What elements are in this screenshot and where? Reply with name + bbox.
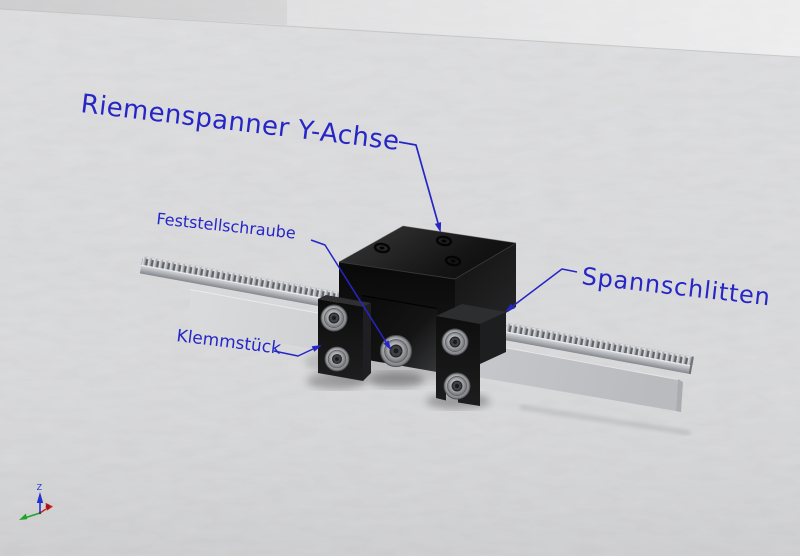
plate-shadow-streak [519,405,691,435]
arrowhead-spannschlitten [505,303,515,312]
horizon-line [0,8,800,58]
axis-x-red [39,502,53,514]
axis-z-label: Z [37,483,43,492]
axis-y-green [19,512,41,520]
block-top-face [339,226,516,279]
leader-title [398,141,439,224]
leader-arrowheads [311,222,515,352]
leader-feststellschraube [310,239,387,343]
arrowhead-feststellschraube [383,340,392,351]
block-back-edge-highlight [338,225,517,263]
right-clamp-screw-top[interactable] [442,329,468,355]
center-clamp-top-edge [361,294,438,310]
center-clamp-body[interactable] [361,294,438,372]
right-clamp-screw-bottom[interactable] [444,373,470,399]
block-top-holes [373,235,462,267]
arrowhead-klemmstueck [311,345,322,352]
origin-dot [38,511,42,515]
left-clamp-top-face [318,295,371,307]
left-clamp-screw-top[interactable] [321,305,347,331]
right-clamp-side-face [480,312,506,364]
plate-end-face [676,379,683,412]
left-clamp-side-face [363,303,371,381]
leader-klemmstueck [273,348,314,357]
origin-triad: Z [19,483,53,520]
arrowhead-title [434,222,442,233]
leader-lines [273,141,578,357]
belt-end-face [688,356,694,375]
block-front-edge-highlight [338,242,517,280]
left-clamp[interactable] [318,295,371,381]
left-clamp-screw-bottom[interactable] [325,347,349,371]
right-clamp-top-face [436,304,506,324]
axis-z: Z [37,483,44,513]
right-clamp[interactable] [436,304,506,406]
leader-spannschlitten [512,268,578,307]
